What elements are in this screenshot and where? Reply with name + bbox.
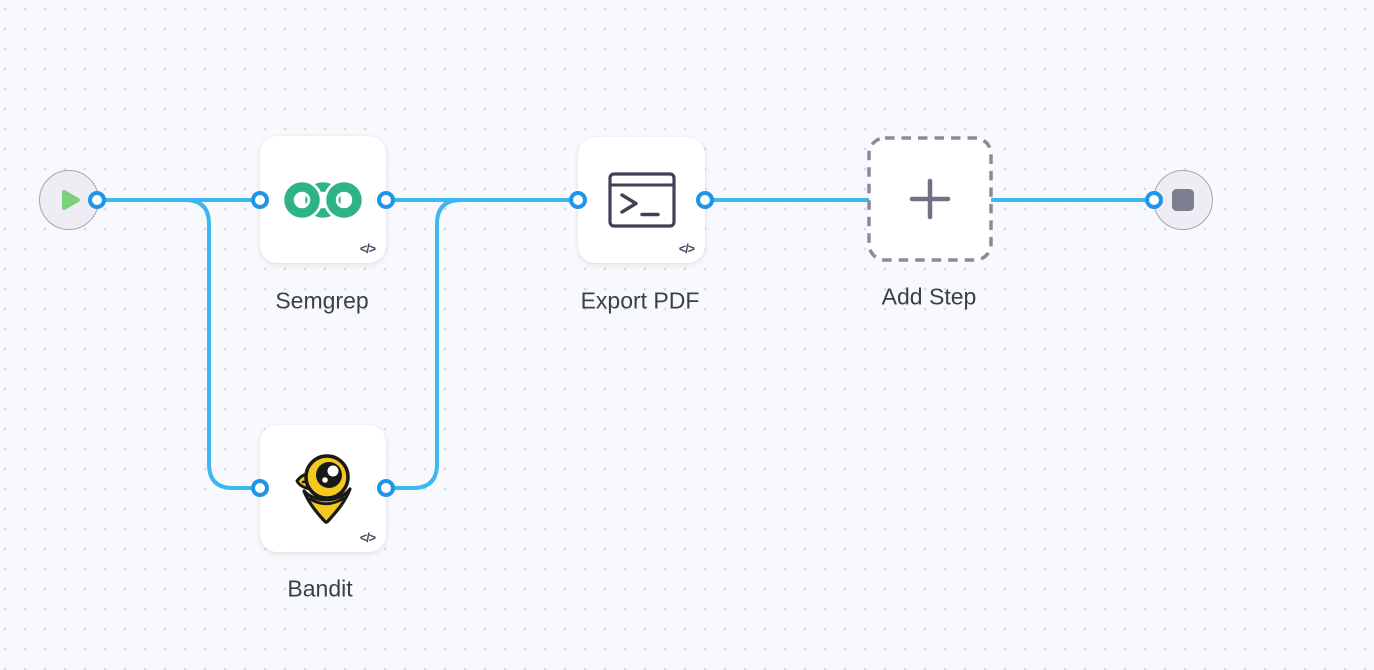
semgrep-logo-icon <box>284 180 362 219</box>
code-badge-icon: </> <box>359 531 376 545</box>
port-end-in[interactable] <box>1145 191 1163 209</box>
port-export-pdf-out[interactable] <box>696 191 714 209</box>
node-semgrep[interactable]: </> <box>260 136 386 263</box>
node-bandit[interactable]: </> <box>260 425 386 552</box>
node-label-semgrep: Semgrep <box>275 287 369 314</box>
port-bandit-in[interactable] <box>251 479 269 497</box>
plus-icon <box>909 178 951 220</box>
node-label-add-step: Add Step <box>881 283 977 310</box>
terminal-icon <box>607 172 676 228</box>
node-label-export-pdf: Export PDF <box>580 287 700 314</box>
port-export-pdf-in[interactable] <box>569 191 587 209</box>
node-label-bandit: Bandit <box>287 575 353 602</box>
wire-bandit-exportpdf[interactable] <box>384 198 580 490</box>
add-step-node[interactable] <box>867 136 993 262</box>
port-bandit-out[interactable] <box>377 479 395 497</box>
play-icon <box>62 190 80 210</box>
end-node[interactable] <box>1153 170 1213 230</box>
code-badge-icon: </> <box>359 242 376 256</box>
wire-start-bandit[interactable] <box>95 198 262 490</box>
code-badge-icon: </> <box>678 242 695 256</box>
port-semgrep-in[interactable] <box>251 191 269 209</box>
port-start-out[interactable] <box>88 191 106 209</box>
bandit-logo-icon <box>295 453 352 524</box>
port-semgrep-out[interactable] <box>377 191 395 209</box>
stop-icon <box>1172 189 1194 211</box>
node-export-pdf[interactable]: </> <box>578 137 705 263</box>
